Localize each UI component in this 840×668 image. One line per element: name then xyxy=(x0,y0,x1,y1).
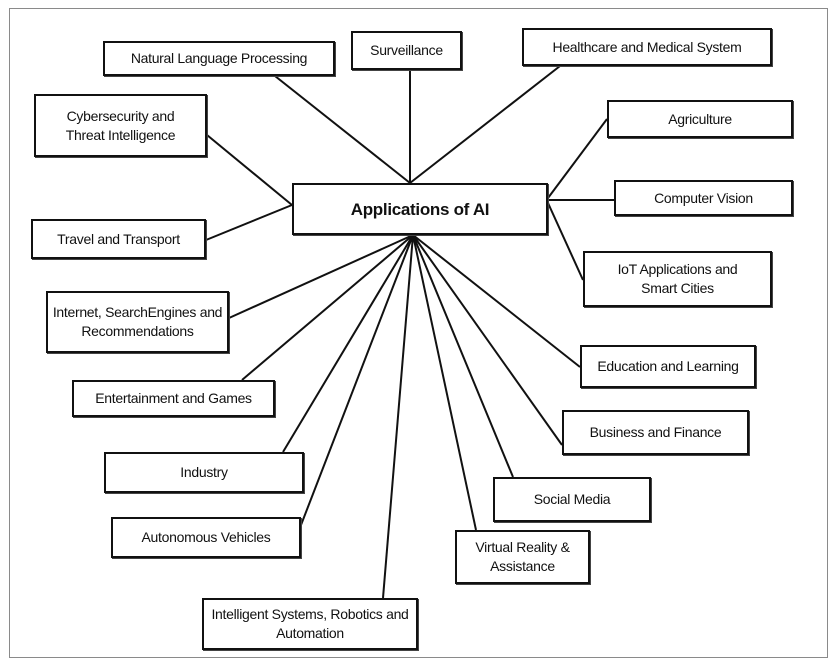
edge-travel xyxy=(205,204,293,241)
edge-internet xyxy=(228,234,414,319)
edge-education xyxy=(412,234,581,368)
node-nlp: Natural Language Processing xyxy=(103,41,335,76)
edge-iot xyxy=(547,202,584,281)
node-business: Business and Finance xyxy=(562,410,749,455)
edge-entertainment xyxy=(241,234,414,381)
node-vision: Computer Vision xyxy=(614,180,793,216)
edge-autonomous xyxy=(300,234,414,526)
node-entertainment: Entertainment and Games xyxy=(72,380,275,417)
edge-vr xyxy=(412,234,477,531)
node-healthcare: Healthcare and Medical System xyxy=(522,28,772,66)
edge-nlp xyxy=(274,75,411,184)
center-node: Applications of AI xyxy=(292,183,548,235)
edge-healthcare xyxy=(409,65,561,184)
edge-industry xyxy=(282,234,414,453)
edge-business xyxy=(412,234,563,446)
node-agriculture: Agriculture xyxy=(607,100,793,138)
node-internet: Internet, SearchEngines and Recommendati… xyxy=(46,291,229,353)
node-education: Education and Learning xyxy=(580,345,756,388)
edge-agriculture xyxy=(547,118,608,199)
node-social: Social Media xyxy=(493,477,651,522)
node-travel: Travel and Transport xyxy=(31,219,206,259)
node-industry: Industry xyxy=(104,452,304,493)
node-intelligent: Intelligent Systems, Robotics and Automa… xyxy=(202,598,418,650)
node-autonomous: Autonomous Vehicles xyxy=(111,517,301,558)
edge-cyber xyxy=(206,134,293,206)
node-surveillance: Surveillance xyxy=(351,31,462,70)
node-vr: Virtual Reality & Assistance xyxy=(455,530,590,584)
diagram-frame xyxy=(9,8,828,658)
node-cyber: Cybersecurity and Threat Intelligence xyxy=(34,94,207,157)
edge-social xyxy=(412,234,514,478)
node-iot: IoT Applications and Smart Cities xyxy=(583,251,772,307)
edge-intelligent xyxy=(382,234,414,599)
